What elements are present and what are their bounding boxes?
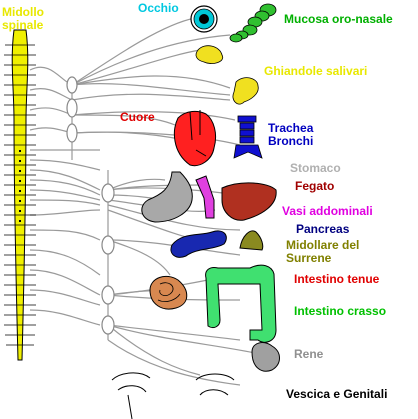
- spinal-cord: [4, 29, 36, 361]
- label-kidney: Rene: [294, 347, 324, 361]
- label-stomach: Stomaco: [290, 161, 341, 175]
- ganglia: [66, 76, 115, 335]
- ganglion: [101, 183, 115, 203]
- label-large-intestine: Intestino crasso: [294, 304, 387, 318]
- label-eye: Occhio: [138, 1, 179, 15]
- ganglion: [101, 315, 115, 335]
- label-abdominal-vessels: Vasi addominali: [282, 204, 373, 218]
- label-spinal-cord-line2: spinale: [2, 18, 44, 32]
- ganglion: [66, 76, 78, 94]
- label-pancreas: Pancreas: [296, 222, 350, 236]
- stomach-icon: [141, 171, 193, 223]
- ganglion: [66, 98, 78, 118]
- liver-icon: [221, 182, 277, 221]
- trachea-icon: [233, 115, 263, 159]
- ganglion: [101, 285, 115, 305]
- abdominal-vessels-icon: [195, 175, 215, 219]
- adrenal-icon: [239, 230, 264, 251]
- kidney-icon: [251, 342, 280, 372]
- nasal-mucosa-icon: [229, 3, 277, 43]
- label-trachea-line2: Bronchi: [268, 134, 314, 148]
- heart-icon: [173, 110, 217, 167]
- small-intestine-icon: [149, 275, 188, 310]
- label-adrenal-line2: Surrene: [286, 251, 332, 265]
- label-adrenal-line1: Midollare del: [286, 238, 360, 252]
- label-bladder-genitals: Vescica e Genitali: [286, 387, 388, 401]
- label-liver: Fegato: [295, 179, 335, 193]
- pancreas-icon: [170, 230, 227, 258]
- label-heart: Cuore: [120, 110, 155, 124]
- label-salivary-glands: Ghiandole salivari: [264, 64, 368, 78]
- label-trachea-line1: Trachea: [268, 121, 314, 135]
- salivary-glands-icon: [195, 45, 259, 105]
- label-nasal-mucosa: Mucosa oro-nasale: [284, 12, 393, 26]
- eye-icon: [190, 5, 218, 33]
- label-spinal-cord-line1: Midollo: [2, 5, 44, 19]
- large-intestine-icon: [205, 264, 277, 343]
- bladder-genitals-icon: [111, 372, 235, 419]
- ganglion: [101, 235, 115, 255]
- label-small-intestine: Intestino tenue: [294, 272, 380, 286]
- ganglion: [66, 123, 78, 143]
